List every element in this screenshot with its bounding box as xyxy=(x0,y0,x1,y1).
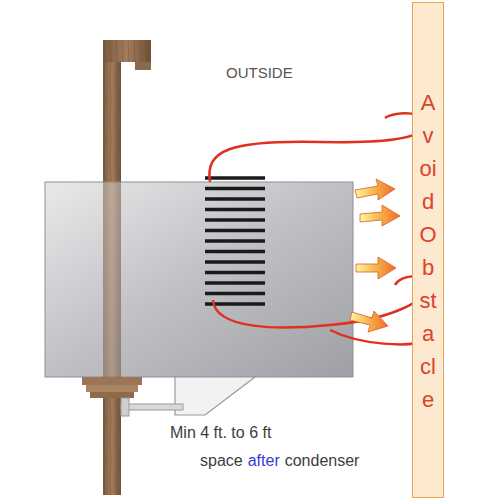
grille-slat xyxy=(205,208,265,212)
bracket xyxy=(121,377,255,416)
grille-slat xyxy=(205,187,265,191)
condenser-unit xyxy=(45,182,353,377)
grille-slat xyxy=(205,239,265,243)
grille-slat xyxy=(205,260,265,264)
grille-slat xyxy=(205,197,265,201)
grille-slat xyxy=(205,218,265,222)
region-label: OUTSIDE xyxy=(226,64,293,81)
note-text: space xyxy=(200,452,243,470)
grille-slat xyxy=(205,271,265,275)
grille-slat xyxy=(205,292,265,296)
grille-slat xyxy=(205,176,265,180)
grille-slat xyxy=(205,229,265,233)
grille-slat xyxy=(205,250,265,254)
obstacle-band: Avoid Obstacle xyxy=(412,2,444,498)
grille-slat xyxy=(205,281,265,285)
note-text: condenser xyxy=(285,452,360,470)
airflow-curves xyxy=(209,113,432,344)
vertical-label: Avoid Obstacle xyxy=(417,86,439,416)
note-text: Min 4 ft. to 6 ft xyxy=(170,424,271,442)
note-line: space after condenser xyxy=(200,452,359,470)
emphasis-word: after xyxy=(248,452,280,470)
grille xyxy=(205,178,265,304)
trim xyxy=(82,377,142,398)
air-arrows xyxy=(350,179,400,332)
